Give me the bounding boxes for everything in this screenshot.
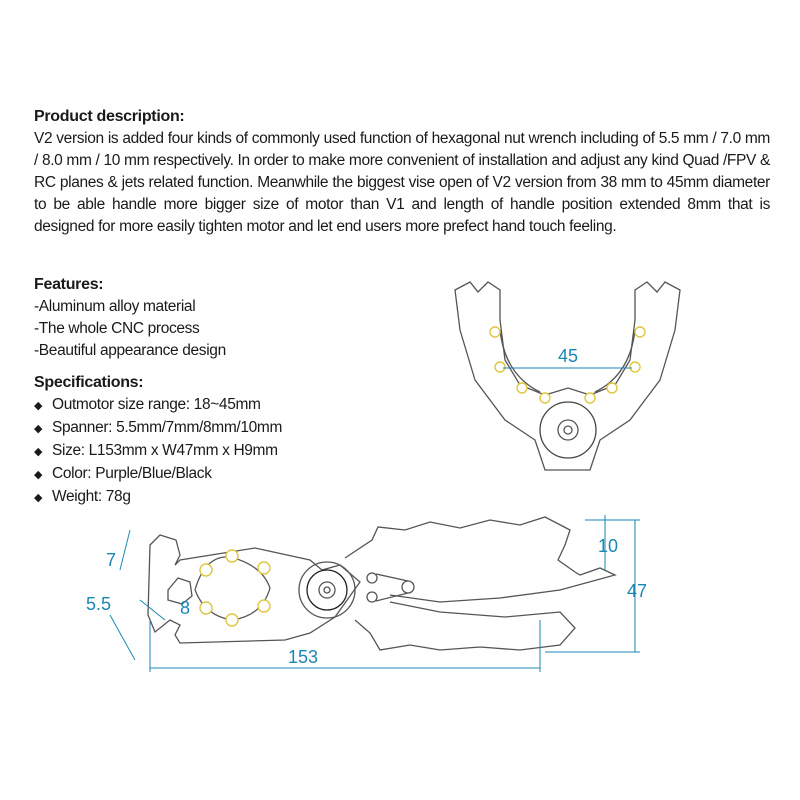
dim-5-5-label: 5.5 (86, 594, 111, 614)
open-width-dimension: 45 (503, 346, 632, 369)
closed-pliers-diagram (147, 516, 617, 651)
spec-item: ◆Spanner: 5.5mm/7mm/8mm/10mm (34, 417, 282, 440)
specifications-heading: Specifications: (34, 374, 144, 391)
description-heading: Product description: (34, 108, 185, 125)
diamond-bullet-icon: ◆ (34, 400, 43, 412)
diamond-bullet-icon: ◆ (34, 469, 43, 481)
features-heading: Features: (34, 276, 104, 293)
dim-45-label: 45 (558, 346, 578, 366)
description-text: V2 version is added four kinds of common… (34, 130, 770, 235)
specifications-section: Specifications: ◆Outmotor size range: 18… (34, 372, 282, 509)
spec-item: ◆Color: Purple/Blue/Black (34, 463, 282, 486)
dim-7-label: 7 (106, 550, 116, 570)
feature-item: -The whole CNC process (34, 320, 200, 337)
feature-item: -Aluminum alloy material (34, 298, 196, 315)
dim-8-label: 8 (180, 598, 190, 618)
diamond-bullet-icon: ◆ (34, 446, 43, 458)
open-vise-diagram (454, 281, 681, 471)
feature-item: -Beautiful appearance design (34, 342, 226, 359)
spec-item: ◆Size: L153mm x W47mm x H9mm (34, 440, 282, 463)
product-description: Product description: V2 version is added… (34, 106, 770, 238)
dim-47-label: 47 (627, 581, 647, 601)
diamond-bullet-icon: ◆ (34, 492, 43, 504)
pliers-dimensions (109, 515, 640, 672)
dim-10-label: 10 (598, 536, 618, 556)
spec-item: ◆Outmotor size range: 18~45mm (34, 394, 282, 417)
diamond-bullet-icon: ◆ (34, 423, 43, 435)
spec-item: ◆Weight: 78g (34, 486, 282, 509)
features-section: Features: -Aluminum alloy material -The … (34, 274, 226, 362)
dim-153-label: 153 (288, 647, 318, 667)
